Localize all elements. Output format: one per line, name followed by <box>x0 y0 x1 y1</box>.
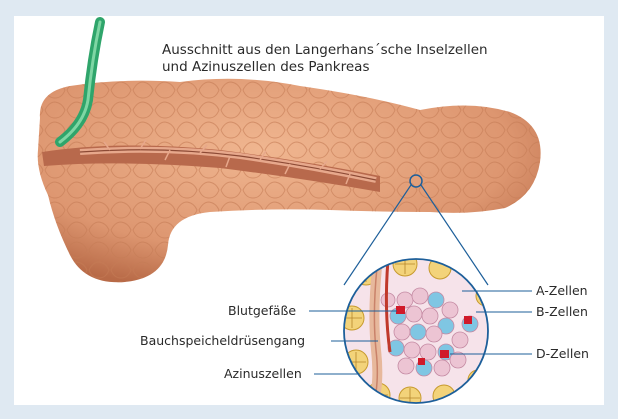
label-azinuszellen: Azinuszellen <box>224 366 302 381</box>
figure-title: Ausschnitt aus den Langerhans´sche Insel… <box>162 42 488 76</box>
label-a-zellen: A-Zellen <box>536 283 588 298</box>
title-line-2: und Azinuszellen des Pankreas <box>162 59 488 76</box>
islet-zoom-circle <box>340 252 500 415</box>
label-blutgefaesse: Blutgefäße <box>228 303 296 318</box>
label-d-zellen: D-Zellen <box>536 346 589 361</box>
label-bauchspeicheldruesengang: Bauchspeicheldrüsengang <box>140 333 305 348</box>
title-line-1: Ausschnitt aus den Langerhans´sche Insel… <box>162 42 488 59</box>
label-b-zellen: B-Zellen <box>536 304 588 319</box>
